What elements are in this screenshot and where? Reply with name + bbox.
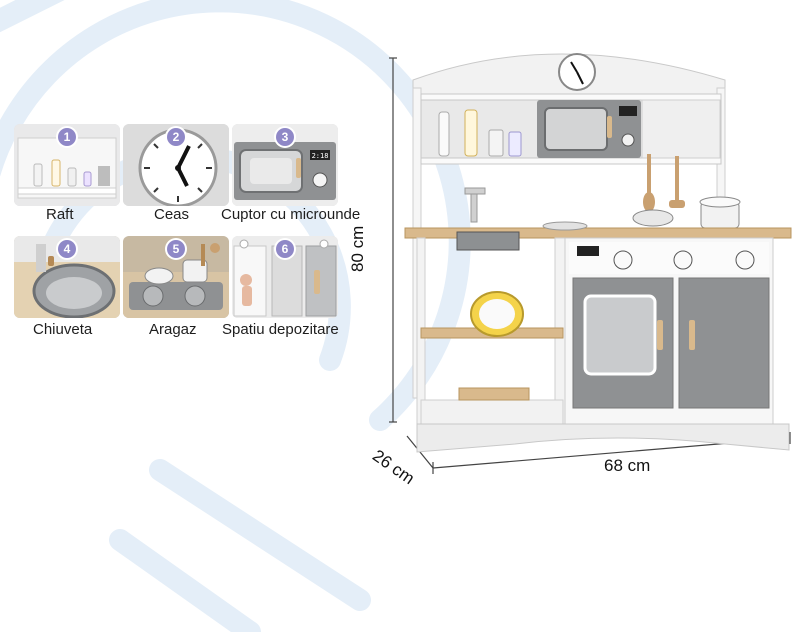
feature-thumb-shelf: 1 bbox=[14, 124, 120, 206]
feature-number-badge: 1 bbox=[58, 128, 76, 146]
feature-number-badge: 2 bbox=[167, 128, 185, 146]
feature-number-badge: 6 bbox=[276, 240, 294, 258]
hanging-utensils bbox=[643, 154, 685, 212]
kitchen-illustration bbox=[389, 53, 792, 474]
feature-number-badge: 5 bbox=[167, 240, 185, 258]
dimension-width-label: 68 cm bbox=[604, 456, 651, 475]
feature-thumb-storage: 6 bbox=[232, 236, 338, 318]
shelf-bottles bbox=[438, 109, 522, 157]
feature-thumb-stove: 5 bbox=[123, 236, 229, 318]
feature-label-sink: Chiuveta bbox=[33, 321, 93, 338]
feature-label-storage: Spatiu depozitare bbox=[222, 321, 339, 338]
storage-door bbox=[678, 277, 770, 409]
feature-label-stove: Aragaz bbox=[149, 321, 197, 338]
stove-pots bbox=[632, 196, 741, 229]
feature-number-badge: 4 bbox=[58, 240, 76, 258]
feature-thumb-sink: 4 bbox=[14, 236, 120, 318]
feature-number-badge: 3 bbox=[276, 128, 294, 146]
feature-label-microwave: Cuptor cu microunde bbox=[221, 206, 361, 223]
feature-label-shelf: Raft bbox=[46, 206, 74, 223]
feature-thumb-microwave: 2:18 3 bbox=[232, 124, 338, 206]
sink bbox=[456, 187, 520, 251]
microwave-display-time: 2:18 bbox=[312, 152, 329, 160]
oven-door bbox=[572, 277, 674, 409]
feature-label-clock: Ceas bbox=[154, 206, 190, 223]
dimension-height-label: 80 cm bbox=[348, 225, 367, 272]
stove-control-panel bbox=[569, 242, 769, 274]
plate bbox=[470, 291, 524, 337]
feature-thumb-clock: 2 bbox=[123, 124, 229, 206]
base-skirt bbox=[416, 423, 790, 453]
wall-clock bbox=[558, 53, 596, 91]
microwave bbox=[537, 100, 641, 158]
